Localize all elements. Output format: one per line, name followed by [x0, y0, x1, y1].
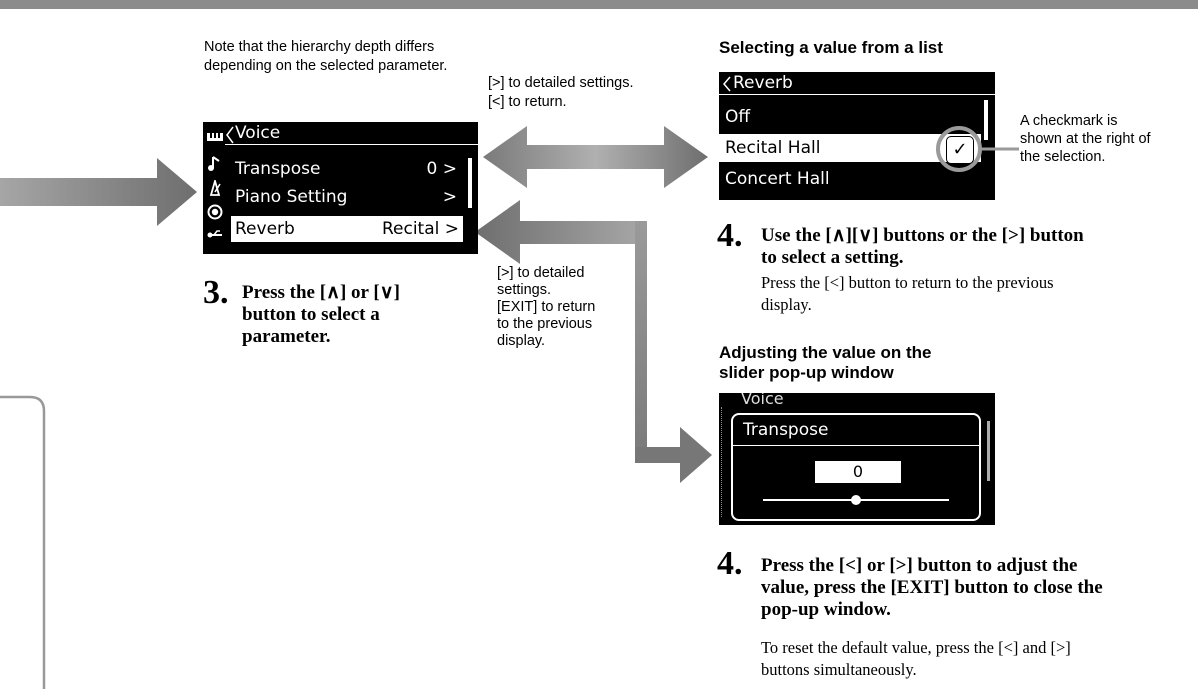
step3-title: Press the [∧] or [∨] button to select a …	[242, 282, 472, 348]
back-chevron-icon	[723, 76, 731, 92]
slider-value-box: 0	[815, 461, 901, 483]
step3-number: 3.	[203, 274, 229, 311]
step4b-title-line: pop-up window.	[761, 599, 891, 620]
arrow-label-middle-line: [>] to detailed	[497, 265, 585, 281]
step4b-title-line: Press the [<] or [>] button to adjust th…	[761, 555, 1078, 576]
menu-item-transpose-value: 0 >	[426, 159, 457, 179]
background-menu-edge	[721, 407, 728, 517]
step4a-number: 4.	[717, 217, 743, 254]
scrollbar[interactable]	[984, 100, 988, 140]
side-panel-outline	[0, 395, 46, 689]
elbow-arrow	[475, 200, 712, 483]
scrollbar[interactable]	[468, 158, 472, 208]
step3-title-line: button to select a	[242, 304, 380, 325]
arrow-right-left	[0, 158, 197, 226]
menu-item-reverb-value: Recital >	[381, 219, 459, 239]
voice-screen: Voice Transpose 0 > Piano Setting > Reve…	[203, 122, 478, 254]
slider-screen: Voice Transpose 0	[719, 393, 995, 525]
list-section-heading: Selecting a value from a list	[719, 38, 943, 57]
step4a-title-line: to select a setting.	[761, 247, 904, 268]
slider-screen-background-title: Voice	[741, 393, 784, 408]
list-item-concert-hall[interactable]: Concert Hall	[725, 169, 830, 189]
menu-item-piano-setting-value: >	[442, 187, 457, 207]
menu-item-reverb[interactable]: Reverb Recital >	[231, 216, 463, 242]
top-rule	[0, 0, 1198, 9]
list-item-off[interactable]: Off	[725, 107, 751, 127]
slider-popup: Transpose 0	[731, 413, 981, 521]
arrow-label-middle-line: display.	[497, 333, 546, 349]
arrow-label-middle-line: to the previous	[497, 316, 593, 332]
callout-line: shown at the right of	[1020, 131, 1151, 147]
step4a-desc-line: display.	[761, 295, 812, 314]
metronome-icon	[209, 180, 221, 196]
double-arrow	[483, 126, 708, 188]
step4b-description: To reset the default value, press the [<…	[761, 637, 1191, 681]
slider-popup-title: Transpose	[743, 420, 829, 440]
reverb-screen-title: Reverb	[733, 73, 793, 93]
slider-thumb[interactable]	[851, 495, 861, 505]
arrow-label-top-line: [<] to return.	[488, 94, 567, 110]
callout-line: A checkmark is	[1020, 113, 1118, 129]
step3-title-line: parameter.	[242, 326, 331, 347]
voice-screen-title: Voice	[235, 123, 281, 143]
menu-item-piano-setting-label[interactable]: Piano Setting	[235, 187, 348, 207]
arrow-label-middle-line: settings.	[497, 282, 551, 298]
step4a-title: Use the [∧][∨] buttons or the [>] button…	[761, 225, 1196, 269]
step4a-description: Press the [<] button to return to the pr…	[761, 272, 1191, 316]
arrow-label-top-line: [>] to detailed settings.	[488, 75, 634, 91]
back-chevron-icon	[226, 126, 234, 144]
step4a-title-line: Use the [∧][∨] buttons or the [>] button	[761, 225, 1084, 246]
step4a-desc-line: Press the [<] button to return to the pr…	[761, 273, 1054, 292]
callout-line: the selection.	[1020, 149, 1106, 165]
checkmark-callout	[936, 126, 1019, 172]
note-icon	[208, 156, 220, 171]
checkmark-icon: ✓	[946, 136, 974, 164]
usb-icon	[207, 230, 222, 238]
title-divider	[719, 94, 995, 95]
slider-section-heading: Adjusting the value on the slider pop-up…	[719, 343, 932, 383]
checkmark-callout-text: A checkmark is shown at the right of the…	[1020, 112, 1195, 166]
step4b-title-line: value, press the [EXIT] button to close …	[761, 577, 1103, 598]
step4b-title: Press the [<] or [>] button to adjust th…	[761, 555, 1196, 621]
menu-item-reverb-label: Reverb	[235, 219, 295, 239]
step4b-desc-line: To reset the default value, press the [<…	[761, 638, 1071, 657]
step4b-number: 4.	[717, 545, 743, 582]
slider-heading-line: Adjusting the value on the	[719, 343, 932, 362]
record-icon	[207, 204, 223, 220]
arrow-label-top: [>] to detailed settings. [<] to return.	[488, 74, 708, 112]
title-divider	[225, 144, 478, 145]
menu-item-transpose-label[interactable]: Transpose	[235, 159, 321, 179]
category-icons	[203, 122, 227, 254]
background-scrollbar	[987, 421, 990, 481]
popup-divider	[733, 445, 979, 446]
hierarchy-note: Note that the hierarchy depth differs de…	[204, 39, 448, 74]
list-item-recital-hall-label: Recital Hall	[725, 138, 821, 158]
slider-heading-line: slider pop-up window	[719, 363, 894, 382]
arrow-label-middle-line: [EXIT] to return	[497, 299, 596, 315]
piano-icon	[207, 133, 223, 141]
arrow-label-middle: [>] to detailed settings. [EXIT] to retu…	[497, 265, 637, 350]
step3-title-line: Press the [∧] or [∨]	[242, 282, 400, 303]
step4b-desc-line: buttons simultaneously.	[761, 660, 917, 679]
